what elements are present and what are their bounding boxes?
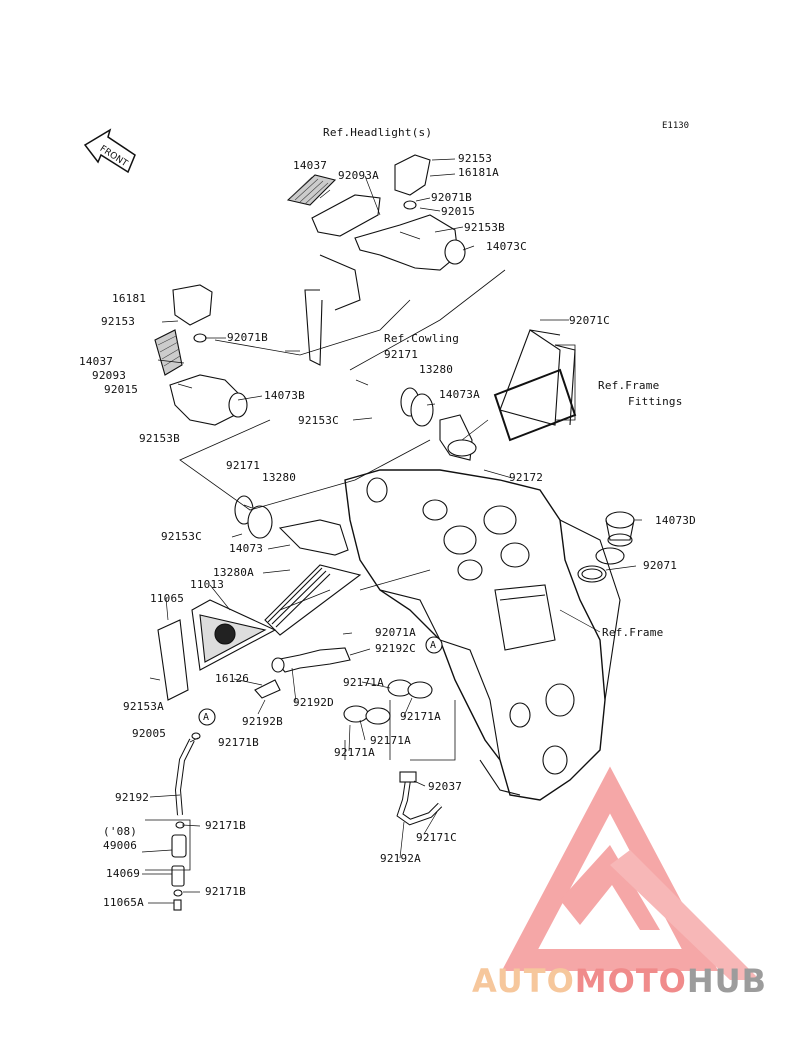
callout-a-hose [198,708,216,726]
part-label: 92093A [338,169,379,182]
part-label: 92153 [458,152,493,165]
part-label: 92171A [334,746,375,759]
ref-frame-fittings-label: Ref.Frame [598,379,660,392]
part-label: 11065 [150,592,185,605]
part-label: 92171 [384,348,419,361]
part-label: 92153B [139,432,180,445]
watermark-hub: HUB [686,962,768,1000]
part-label: 49006 [103,839,138,852]
part-label: 92172 [509,471,544,484]
part-label: 92171A [400,710,441,723]
ref-frame-label: Ref.Frame [602,626,664,639]
part-label: 92071B [227,331,268,344]
ref-cowling-label: Ref.Cowling [384,332,460,345]
part-label: 14073 [229,542,264,555]
part-label: 14037 [79,355,114,368]
part-label: 16181 [112,292,147,305]
part-label: 92171B [218,736,259,749]
part-label: 92192D [293,696,334,709]
part-label: 92153A [123,700,164,713]
part-label: 14073D [655,514,696,527]
part-label: 92153C [298,414,339,427]
part-label: 92192A [380,852,421,865]
part-label: 14073A [439,388,480,401]
part-label: 92153B [464,221,505,234]
part-label: 92015 [441,205,476,218]
callout-a-label-1: A [430,640,437,651]
ref-headlight-label: Ref.Headlight(s) [323,126,433,139]
part-label: 13280 [262,471,297,484]
front-arrow-icon: FRONT [83,128,136,174]
part-label: 92071 [643,559,678,572]
part-label: 92093 [92,369,127,382]
watermark-moto: MOTO [574,962,687,1000]
left-duct [154,284,248,426]
part-label: 14037 [293,159,328,172]
part-label: 92171 [226,459,261,472]
part-label: 92071B [431,191,472,204]
part-label: 11013 [190,578,225,591]
part-label: 92153 [101,315,136,328]
part-label: 14073C [486,240,527,253]
part-label: 14073B [264,389,305,402]
part-label: 92171C [416,831,457,844]
part-label: 92192B [242,715,283,728]
seal-13280-mid [410,393,434,427]
upper-duct [286,154,466,366]
part-label: 11065A [103,896,144,909]
part-label: 92171B [205,885,246,898]
watermark-auto: AUTO [472,962,575,1000]
part-label: 92071A [375,626,416,639]
watermark-logo-icon [501,766,760,980]
part-label: 13280A [213,566,254,579]
ref-frame-fittings-label-2: Fittings [628,395,683,408]
part-label: 92005 [132,727,167,740]
part-label: 16181A [458,166,499,179]
part-label: 14069 [106,867,141,880]
part-label: 92171B [205,819,246,832]
part-label: 92015 [104,383,139,396]
part-label: 16126 [215,672,250,685]
part-label: 13280 [419,363,454,376]
part-label: 92037 [428,780,463,793]
watermark-brand: AUTOMOTOHUB [472,962,767,1000]
callout-a-label-2: A [203,712,210,723]
part-label: 92171A [343,676,384,689]
part-label: 92153C [161,530,202,543]
frame [344,469,621,801]
part-label: 92071C [569,314,610,327]
diagram-code: E1130 [662,121,690,131]
part-label: ('08) [103,825,138,838]
part-label: 92192 [115,791,150,804]
callout-a-frame [425,636,443,654]
part-label: 92171A [370,734,411,747]
part-label: 92192C [375,642,416,655]
